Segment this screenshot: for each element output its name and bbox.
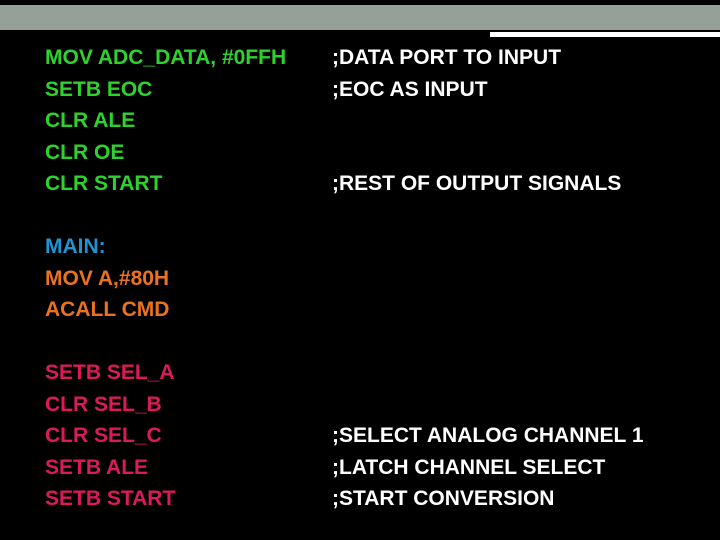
code-line: MAIN: [45, 231, 705, 263]
code-instruction: MOV ADC_DATA, #0FFH [45, 46, 287, 69]
code-instruction: SETB ALE [45, 455, 149, 479]
code-instruction: SETB SEL_A [45, 361, 175, 384]
code-comment: ;EOC AS INPUT [332, 77, 488, 101]
code-line: CLR SEL_C ;SELECT ANALOG CHANNEL 1 [45, 420, 705, 452]
code-line: MOV ADC_DATA, #0FFH ;DATA PORT TO INPUT [45, 42, 705, 74]
code-line: SETB START ;START CONVERSION [45, 483, 705, 515]
code-comment: ;REST OF OUTPUT SIGNALS [332, 172, 622, 195]
code-line: CLR OE [45, 137, 705, 169]
code-instruction: CLR SEL_B [45, 392, 162, 416]
code-line: MOV A,#80H [45, 263, 705, 295]
code-comment: ;LATCH CHANNEL SELECT [332, 455, 606, 479]
code-instruction: CLR START [45, 172, 163, 195]
code-line: SETB EOC ;EOC AS INPUT [45, 74, 705, 106]
code-comment: ;DATA PORT TO INPUT [332, 46, 562, 69]
code-instruction: ACALL CMD [45, 298, 170, 321]
code-instruction: CLR SEL_C [45, 424, 162, 447]
code-instruction: SETB EOC [45, 77, 153, 101]
accent-strip [490, 32, 720, 37]
code-instruction: MOV A,#80H [45, 266, 170, 290]
code-comment: ;START CONVERSION [332, 487, 555, 510]
code-line: CLR ALE [45, 105, 705, 137]
code-instruction: CLR OE [45, 140, 125, 164]
code-section: MAIN: MOV A,#80H ACALL CMD [45, 231, 705, 326]
code-instruction: SETB START [45, 487, 176, 510]
code-section: SETB SEL_A CLR SEL_B CLR SEL_C ;SELECT ANAL… [45, 357, 705, 515]
code-section: MOV ADC_DATA, #0FFH ;DATA PORT TO INPUT SE… [45, 42, 705, 200]
code-instruction: MAIN: [45, 235, 106, 258]
code-line: ACALL CMD [45, 294, 705, 326]
code-line: CLR SEL_B [45, 389, 705, 421]
code-line: SETB SEL_A [45, 357, 705, 389]
code-area: MOV ADC_DATA, #0FFH ;DATA PORT TO INPUT SE… [45, 42, 705, 515]
code-line: CLR START ;REST OF OUTPUT SIGNALS [45, 168, 705, 200]
code-instruction: CLR ALE [45, 109, 136, 132]
code-comment: ;SELECT ANALOG CHANNEL 1 [332, 424, 644, 447]
header-bar [0, 5, 720, 30]
code-line: SETB ALE ;LATCH CHANNEL SELECT [45, 452, 705, 484]
